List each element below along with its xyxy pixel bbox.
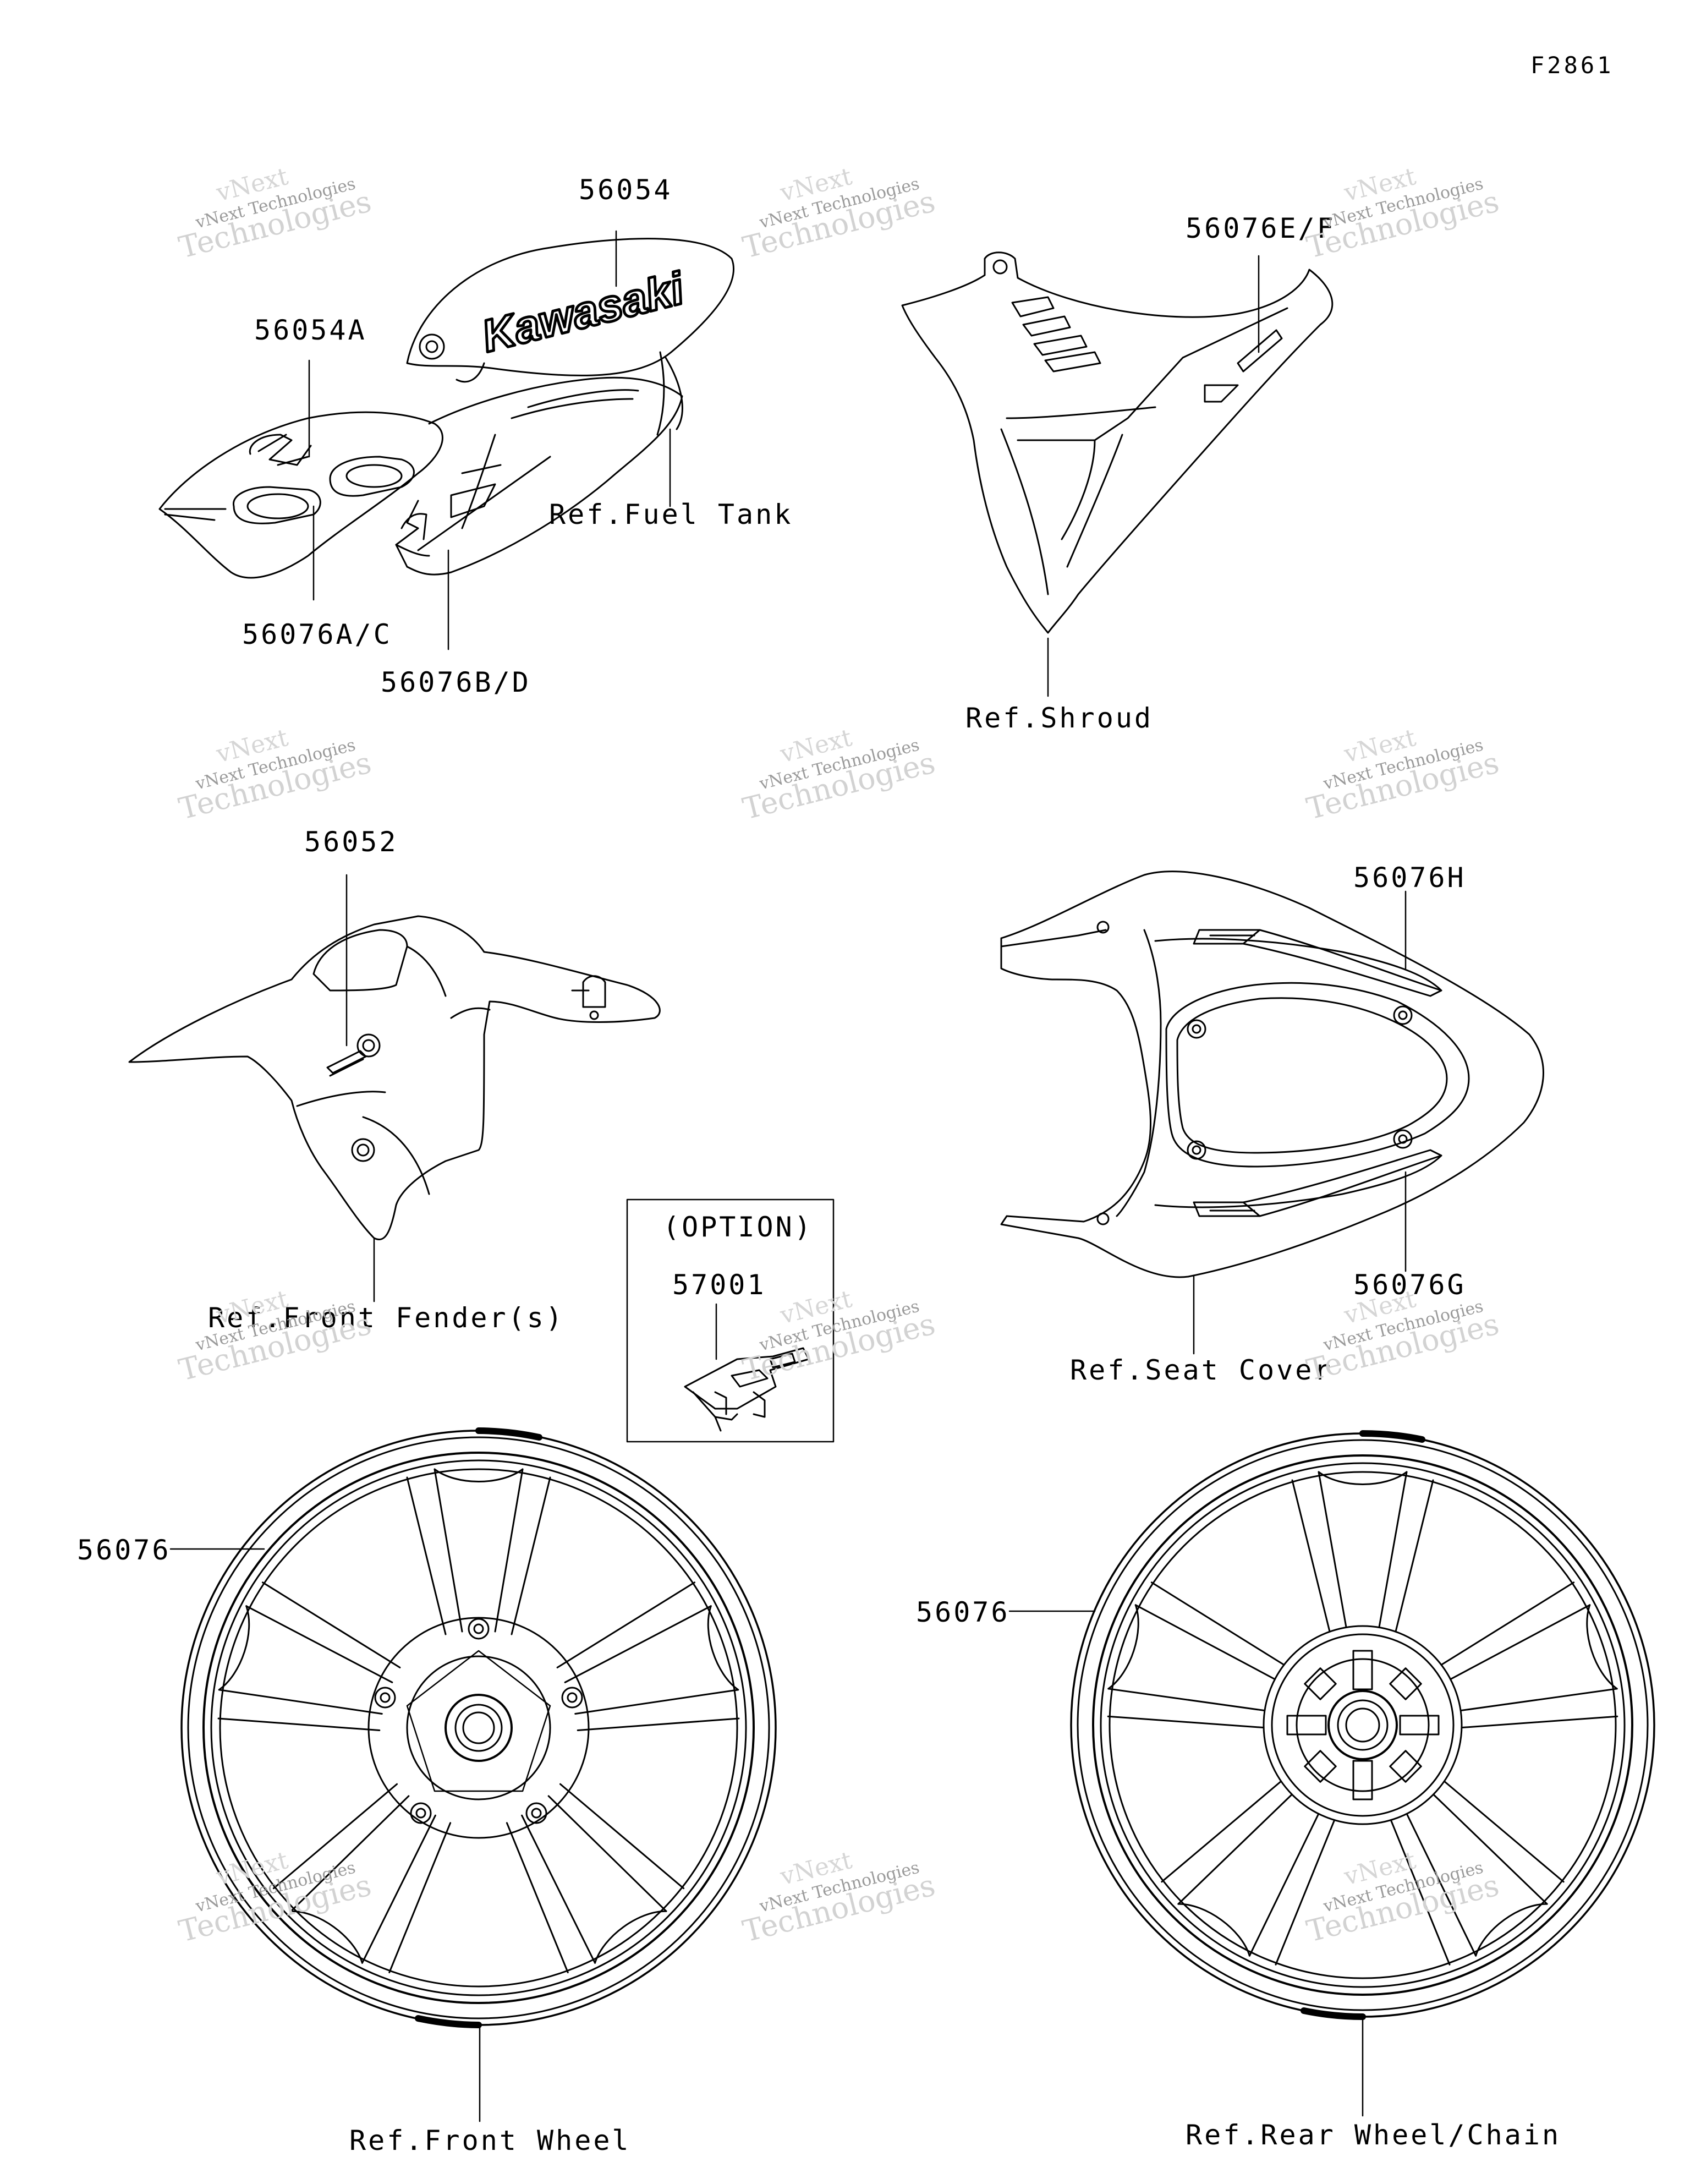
label-56054: 56054 — [579, 174, 673, 206]
label-ref-fuel-tank: Ref.Fuel Tank — [549, 499, 793, 530]
figure-code: F2861 — [1530, 52, 1614, 79]
label-56054A: 56054A — [254, 314, 367, 346]
label-56076BD: 56076B/D — [381, 666, 531, 698]
seat-cover-illustration — [1000, 871, 1544, 1278]
label-56076H: 56076H — [1353, 862, 1466, 894]
label-56076AC: 56076A/C — [242, 618, 392, 650]
rear-wheel-hub-slots — [1286, 1650, 1440, 1800]
front-wheel-spokes — [217, 1468, 740, 1974]
seat-cover-leaders — [1193, 890, 1407, 1355]
label-56076G: 56076G — [1353, 1269, 1466, 1301]
label-ref-front-wheel: Ref.Front Wheel — [349, 2125, 631, 2156]
front-fender-illustration — [128, 915, 661, 1240]
kawasaki-decal-text: Kawasaki — [477, 263, 690, 362]
rear-wheel-leaders — [1008, 1610, 1364, 2117]
tank-shroud-decal-illustration — [395, 376, 683, 576]
front-wheel-bolts — [374, 1618, 583, 1824]
label-56052: 56052 — [304, 826, 398, 858]
shroud-leaders — [1047, 255, 1260, 697]
rear-wheel-spokes — [1107, 1471, 1618, 1966]
label-56076EF: 56076E/F — [1186, 212, 1336, 244]
label-56076-rear-wheel: 56076 — [916, 1596, 1010, 1628]
front-wheel-leaders — [169, 1548, 481, 2122]
label-option: (OPTION) — [663, 1211, 813, 1243]
front-fender-leaders — [345, 874, 375, 1302]
label-ref-seat-cover: Ref.Seat Cover — [1070, 1354, 1333, 1386]
fuel-tank-leaders — [308, 230, 671, 650]
label-ref-shroud: Ref.Shroud — [965, 702, 1154, 734]
front-wheel-illustration — [180, 1427, 777, 2028]
option-box — [626, 1198, 835, 1443]
rear-wheel-illustration — [1070, 1430, 1655, 2020]
kawasaki-decal: Kawasaki — [476, 262, 692, 363]
tank-side-panel-illustration — [158, 411, 443, 579]
option-tool-illustration — [684, 1347, 810, 1432]
label-57001: 57001 — [672, 1269, 766, 1301]
label-ref-rear-wheel: Ref.Rear Wheel/Chain — [1186, 2119, 1561, 2151]
shroud-illustration — [901, 251, 1334, 634]
label-ref-front-fender: Ref.Front Fender(s) — [208, 1302, 564, 1334]
label-56076-front-wheel: 56076 — [77, 1534, 171, 1566]
